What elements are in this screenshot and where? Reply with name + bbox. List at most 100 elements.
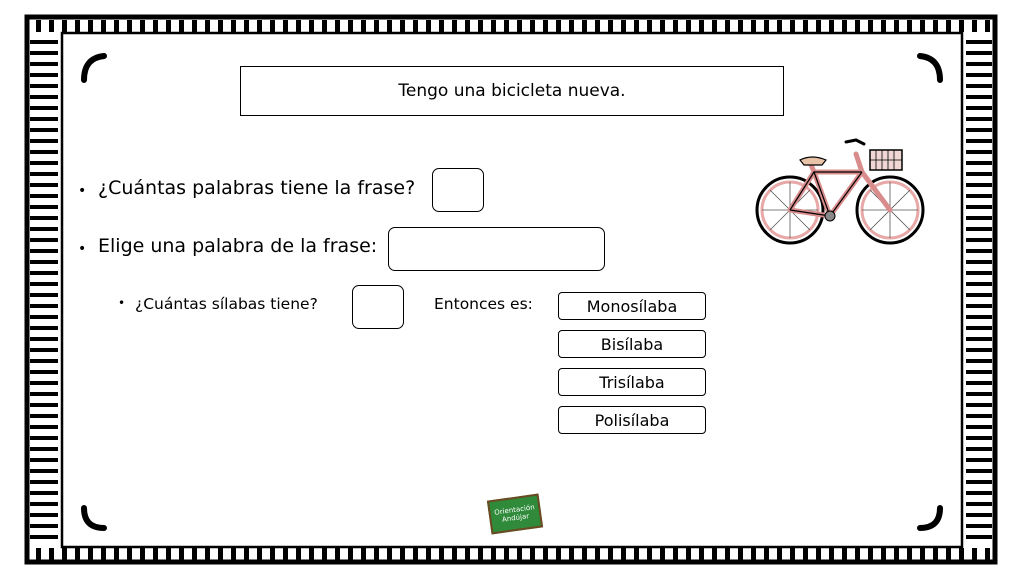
frame-stripe (30, 51, 58, 55)
frame-stripe (30, 535, 58, 539)
frame-stripe (452, 548, 457, 560)
frame-stripe (966, 414, 992, 418)
frame-stripe (972, 548, 977, 560)
frame-stripe (205, 20, 210, 32)
frame-stripe (127, 20, 132, 32)
frame-stripe (30, 315, 58, 319)
frame-stripe (30, 513, 58, 517)
frame-stripe (439, 20, 444, 32)
frame-stripe (387, 548, 392, 560)
frame-stripe (966, 359, 992, 363)
frame-stripe (30, 326, 58, 330)
frame-stripe (322, 20, 327, 32)
syllable-count-input[interactable] (352, 285, 404, 329)
frame-stripe (361, 548, 366, 560)
frame-stripe (374, 20, 379, 32)
frame-stripe (30, 117, 58, 121)
frame-stripe (127, 548, 132, 560)
frame-stripe (803, 20, 808, 32)
frame-stripe (790, 20, 795, 32)
frame-stripe (966, 51, 992, 55)
frame-stripe (738, 548, 743, 560)
frame-stripe (966, 425, 992, 429)
frame-stripe (966, 370, 992, 374)
frame-stripe (556, 20, 561, 32)
option-bisilaba[interactable]: Bisílaba (558, 330, 706, 358)
frame-stripe (30, 392, 58, 396)
frame-stripe (30, 260, 58, 264)
frame-stripe (894, 20, 899, 32)
bullet-3: • (118, 296, 126, 310)
frame-stripe (966, 315, 992, 319)
frame-stripe (88, 548, 93, 560)
frame-stripe (36, 548, 41, 560)
frame-stripe (966, 172, 992, 176)
option-monosilaba[interactable]: Monosílaba (558, 292, 706, 320)
bullet-2: • (78, 241, 87, 257)
frame-stripe (946, 548, 951, 560)
frame-stripe (966, 304, 992, 308)
frame-stripe (966, 458, 992, 462)
frame-stripe (140, 548, 145, 560)
frame-stripe (907, 20, 912, 32)
frame-stripe (777, 548, 782, 560)
frame-stripe (270, 20, 275, 32)
frame-stripe (30, 502, 58, 506)
frame-stripe (30, 348, 58, 352)
frame-stripe (465, 548, 470, 560)
frame-stripe (634, 548, 639, 560)
frame-stripe (283, 548, 288, 560)
frame-stripe (556, 548, 561, 560)
frame-stripe (582, 20, 587, 32)
question-syllable-count: ¿Cuántas sílabas tiene? (135, 295, 318, 313)
frame-stripe (933, 20, 938, 32)
frame-stripe (966, 139, 992, 143)
frame-stripe (439, 548, 444, 560)
word-count-input[interactable] (432, 168, 484, 212)
frame-stripe (30, 73, 58, 77)
frame-stripe (30, 40, 58, 44)
chosen-word-input[interactable] (388, 227, 605, 271)
frame-stripe (712, 20, 717, 32)
frame-stripe (179, 20, 184, 32)
frame-stripe (966, 95, 992, 99)
frame-stripe (764, 548, 769, 560)
frame-stripe (764, 20, 769, 32)
option-polisilaba[interactable]: Polisílaba (558, 406, 706, 434)
frame-stripe (101, 548, 106, 560)
frame-stripe (595, 20, 600, 32)
option-label: Monosílaba (586, 296, 678, 316)
frame-stripe (777, 20, 782, 32)
frame-stripe (647, 548, 652, 560)
question-word-count: ¿Cuántas palabras tiene la frase? (98, 177, 416, 199)
option-trisilaba[interactable]: Trisílaba (558, 368, 706, 396)
frame-stripe (30, 381, 58, 385)
frame-stripe (322, 548, 327, 560)
frame-stripe (738, 20, 743, 32)
frame-stripe (582, 548, 587, 560)
frame-stripe (114, 20, 119, 32)
frame-stripe (966, 502, 992, 506)
frame-stripe (114, 548, 119, 560)
frame-stripe (966, 62, 992, 66)
frame-stripe (30, 524, 58, 528)
frame-stripe (478, 20, 483, 32)
frame-stripe (296, 20, 301, 32)
frame-stripe (309, 20, 314, 32)
frame-stripe (192, 20, 197, 32)
frame-stripe (966, 436, 992, 440)
frame-stripe (966, 392, 992, 396)
frame-stripe (543, 20, 548, 32)
frame-stripe (842, 548, 847, 560)
frame-stripe (985, 548, 990, 560)
frame-stripe (855, 548, 860, 560)
frame-stripe (686, 20, 691, 32)
frame-stripe (725, 548, 730, 560)
frame-stripe (30, 128, 58, 132)
frame-stripe (966, 469, 992, 473)
frame-stripe (985, 20, 990, 32)
frame-stripe (966, 249, 992, 253)
frame-stripe (30, 161, 58, 165)
frame-stripe (309, 548, 314, 560)
frame-stripe (30, 216, 58, 220)
